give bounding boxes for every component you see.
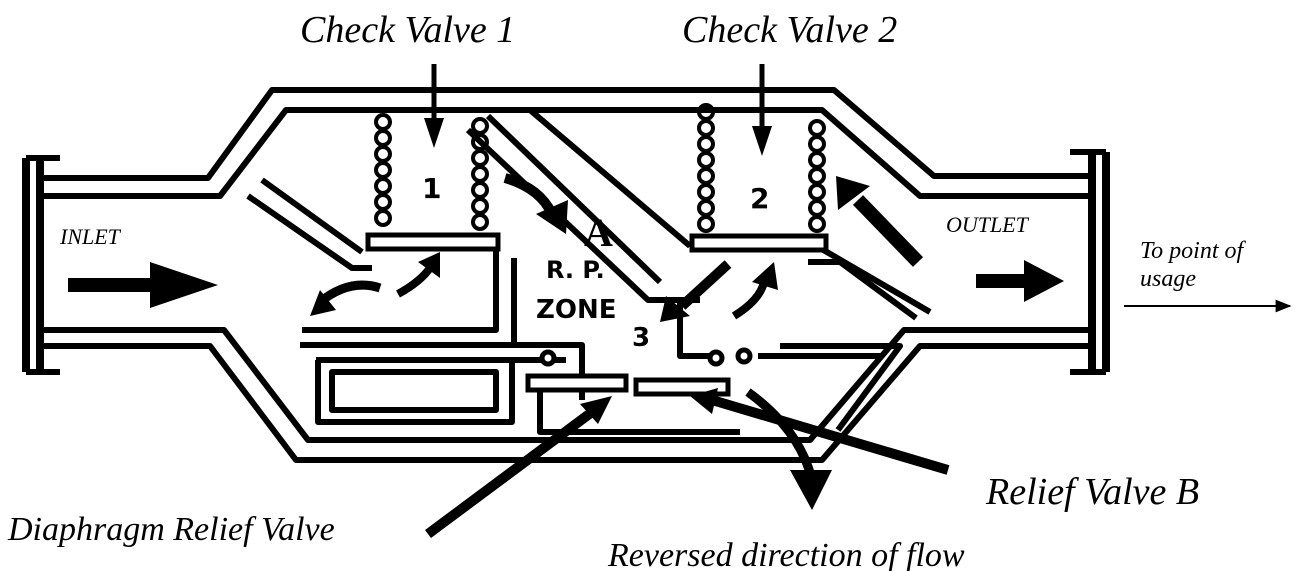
rp-label: R. P. [546,256,605,284]
check-valve-2-arrow [752,64,772,156]
backflow-arrow-left-2 [660,260,732,322]
flow-arrow-to-zone [503,173,568,234]
zone-label: ZONE [536,295,616,325]
chamber-2-number: 2 [750,182,769,215]
relief-valve-b-label: Relief Valve B [985,471,1199,513]
spring-left-2 [697,103,715,233]
outlet-flow-arrow [976,260,1064,302]
spring-right-1 [471,117,489,231]
to-point-label-line1: To point of [1140,238,1246,264]
check-valve-2-label: Check Valve 2 [682,9,897,51]
check-valve-2-assembly [689,103,829,253]
diaphragm-pointer-arrow [425,396,612,539]
relief-valve-discs [525,347,753,397]
valve-disc-1 [365,232,501,252]
reversed-flow-label: Reversed direction of flow [607,537,965,571]
chamber-3-number: 3 [632,323,650,353]
chamber-1-number: 1 [422,172,441,205]
diaphragm-relief-valve-label: Diaphragm Relief Valve [7,511,335,548]
spring-left-1 [374,113,392,227]
outlet-label: OUTLET [946,212,1030,237]
to-point-label-line2: usage [1140,266,1196,292]
check-valve-1-arrow [424,64,444,148]
reversed-flow-arrow [745,388,832,510]
inlet-flow-arrow [68,262,218,308]
flow-arrows [68,64,1064,539]
spring-right-2 [808,119,826,233]
relief-valve-b-pointer-arrow [690,388,950,475]
zone-a-label: A [584,210,613,255]
inlet-label: INLET [59,224,122,249]
check-valve-1-label: Check Valve 1 [300,9,515,51]
curved-arrow-right-1 [396,252,440,298]
backflow-arrow-outlet [836,176,924,267]
valve-disc-2 [689,233,829,253]
check-valve-1-assembly [365,113,501,252]
curved-arrow-left-1 [310,280,382,316]
curved-arrow-right-2 [731,262,778,320]
